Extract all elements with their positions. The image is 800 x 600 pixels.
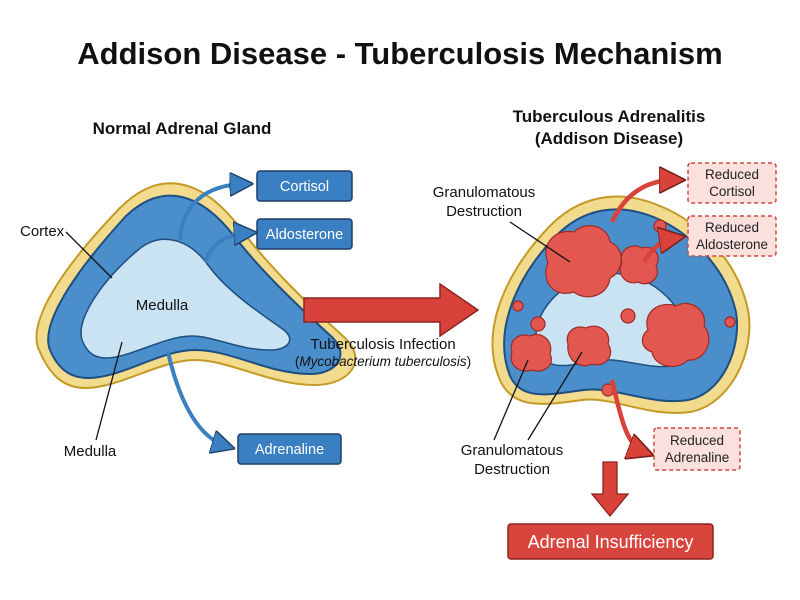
adrenaline-box [237, 433, 342, 465]
aldosterone-arrow [203, 233, 248, 263]
granuloma-dot-2 [620, 308, 636, 324]
diseased-heading-line1: Tuberculous Adrenalitis [513, 107, 706, 126]
reduced-adrenaline-box [653, 427, 741, 471]
normal-adrenal-gland [35, 182, 357, 390]
granuloma-left [510, 333, 552, 372]
page-title: Addison Disease - Tuberculosis Mechanism [77, 36, 722, 71]
granuloma-center-lower [566, 325, 612, 367]
normal-gland-heading: Normal Adrenal Gland [93, 119, 272, 138]
reduced-adrenaline-line2: Adrenaline [665, 450, 730, 465]
reduced-aldosterone-arrow [642, 238, 675, 264]
cortisol-arrow [178, 184, 244, 241]
destruction-upper-leader [509, 221, 571, 263]
granuloma-dot-1 [530, 316, 546, 332]
aldosterone-label: Aldosterone [266, 227, 343, 243]
reduced-adrenaline-line1: Reduced [670, 433, 724, 448]
reduced-cortisol-line1: Reduced [705, 167, 759, 182]
destruction-lower-leader-1 [493, 359, 529, 441]
reduced-cortisol-box [687, 162, 777, 204]
cortisol-box [256, 170, 353, 202]
medulla-lower-label: Medulla [64, 443, 117, 460]
cortex-label: Cortex [20, 223, 65, 240]
granuloma-dot-4 [653, 219, 667, 233]
cortisol-label: Cortisol [280, 179, 329, 195]
granuloma-dot-3 [512, 300, 524, 312]
aldosterone-box [256, 218, 353, 250]
adrenal-insufficiency-label: Adrenal Insufficiency [528, 532, 694, 552]
diseased-heading-line2: (Addison Disease) [535, 129, 683, 148]
insufficiency-down-arrow [590, 461, 630, 518]
infection-arrow [303, 282, 480, 338]
normal-medulla [80, 238, 291, 359]
medulla-inner-label: Medulla [136, 297, 189, 314]
reduced-adrenaline-arrow [609, 379, 644, 452]
destruction-upper-line2: Destruction [446, 203, 522, 220]
reduced-aldosterone-line1: Reduced [705, 220, 759, 235]
adrenaline-arrow [166, 351, 226, 446]
destruction-lower-leader-2 [527, 351, 583, 441]
adrenaline-label: Adrenaline [255, 442, 324, 458]
destruction-lower-line2: Destruction [474, 461, 550, 478]
granuloma-right [641, 302, 710, 368]
medulla-leader [95, 341, 123, 441]
infection-label: Tuberculosis Infection [310, 336, 455, 353]
organism-label: (Mycobacterium tuberculosis) [295, 354, 471, 369]
granuloma-lesions [510, 219, 736, 397]
reduced-cortisol-line2: Cortisol [709, 184, 755, 199]
destruction-upper-line1: Granulomatous [433, 184, 536, 201]
reduced-aldosterone-line2: Aldosterone [696, 237, 768, 252]
cortex-leader [65, 231, 113, 279]
adrenal-insufficiency-box [507, 523, 714, 560]
reduced-cortisol-arrow [609, 180, 675, 223]
granuloma-dot-6 [724, 316, 736, 328]
destruction-lower-line1: Granulomatous [461, 442, 564, 459]
reduced-aldosterone-box [687, 215, 777, 257]
